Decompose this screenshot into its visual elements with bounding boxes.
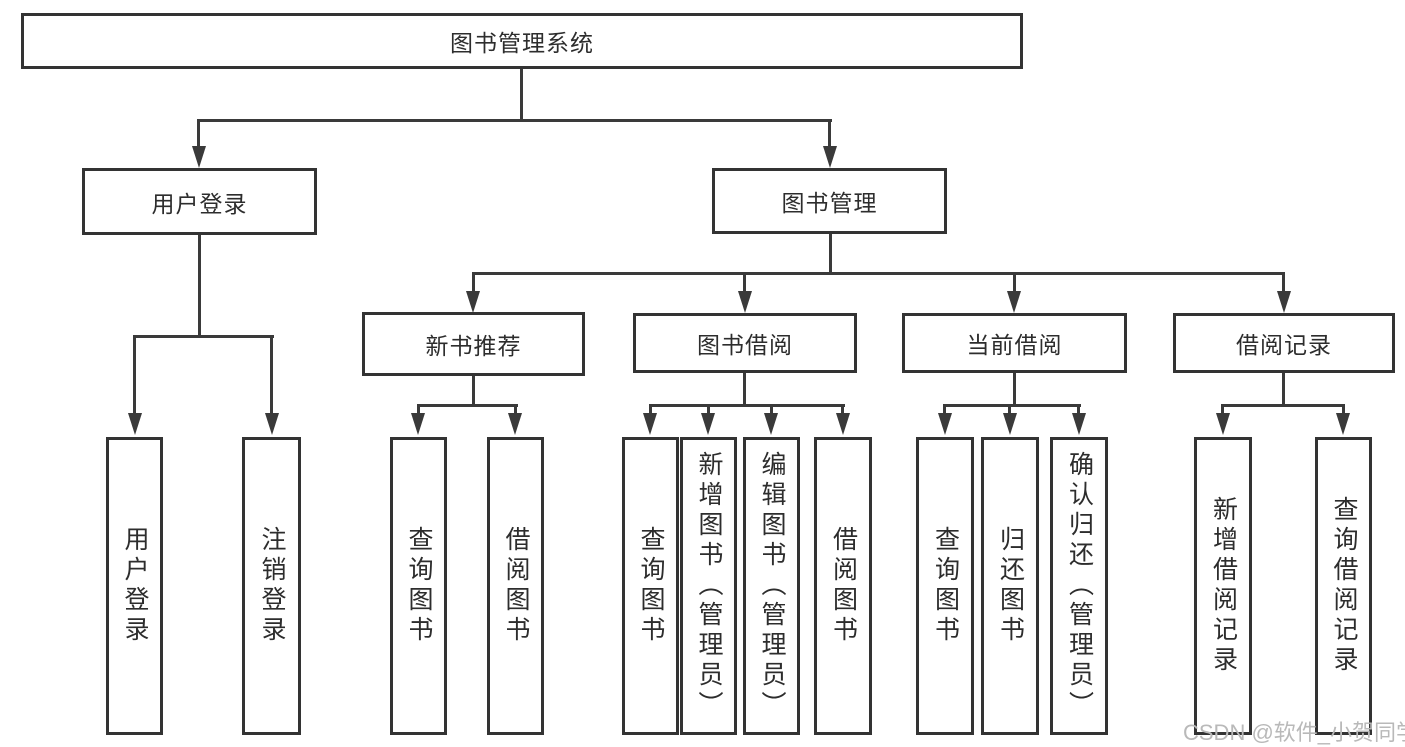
- csdn-watermark: CSDN @软件_小贺同学: [1183, 720, 1405, 745]
- connector-borrow-record-crossbar: [1222, 404, 1345, 407]
- node-leaf-br-add: 新增借阅记录: [1194, 437, 1252, 735]
- connector-book-mgmt-crossbar: [472, 272, 1285, 275]
- arrow-down-icon: [128, 413, 142, 435]
- connector-to-leaf-cb-return: [1008, 404, 1011, 416]
- connector-book-mgmt-stem: [829, 234, 832, 275]
- arrow-down-icon: [738, 291, 752, 313]
- node-leaf-cb-query: 查询图书: [916, 437, 974, 735]
- connector-to-leaf-bb-add: [707, 404, 710, 416]
- connector-to-user-login: [197, 119, 200, 150]
- node-user-login: 用户登录: [82, 168, 317, 235]
- node-leaf-cb-query-label: 查询图书: [931, 526, 960, 646]
- arrow-down-icon: [1336, 413, 1350, 435]
- arrow-down-icon: [764, 413, 778, 435]
- node-book-mgmt: 图书管理: [712, 168, 947, 234]
- connector-to-leaf-nb-query: [417, 404, 420, 416]
- arrow-down-icon: [1007, 291, 1021, 313]
- node-user-login-label: 用户登录: [151, 190, 248, 217]
- arrow-down-icon: [643, 413, 657, 435]
- connector-current-borrow-crossbar: [944, 404, 1081, 407]
- node-leaf-bb-borrow-label: 借阅图书: [829, 526, 858, 646]
- node-leaf-bb-edit: 编辑图书（管理员）: [743, 437, 800, 735]
- node-leaf-br-add-label: 新增借阅记录: [1209, 496, 1238, 676]
- connector-current-borrow-stem: [1013, 373, 1016, 407]
- node-leaf-user-login: 用户登录: [106, 437, 163, 735]
- connector-user-login-crossbar: [134, 335, 274, 338]
- connector-to-leaf-cb-confirm: [1077, 404, 1080, 416]
- node-leaf-cb-confirm: 确认归还（管理员）: [1050, 437, 1108, 735]
- arrow-down-icon: [1003, 413, 1017, 435]
- node-new-book-rec: 新书推荐: [362, 312, 585, 376]
- connector-to-leaf-cb-query: [943, 404, 946, 416]
- arrow-down-icon: [701, 413, 715, 435]
- connector-root-stem: [520, 69, 523, 121]
- node-borrow-record: 借阅记录: [1173, 313, 1395, 373]
- connector-borrow-record-stem: [1282, 373, 1285, 407]
- node-book-mgmt-label: 图书管理: [781, 190, 878, 216]
- arrow-down-icon: [265, 413, 279, 435]
- node-leaf-nb-query-label: 查询图书: [405, 526, 433, 646]
- connector-to-borrow-record: [1282, 272, 1285, 294]
- node-leaf-br-query-label: 查询借阅记录: [1330, 496, 1358, 676]
- node-book-borrow: 图书借阅: [633, 313, 857, 373]
- connector-to-leaf-logout: [270, 335, 273, 415]
- node-leaf-bb-query: 查询图书: [622, 437, 679, 735]
- arrow-down-icon: [836, 413, 850, 435]
- node-leaf-cb-return-label: 归还图书: [996, 526, 1025, 646]
- node-leaf-bb-add: 新增图书（管理员）: [680, 437, 737, 735]
- node-leaf-logout-label: 注销登录: [258, 526, 286, 646]
- connector-user-login-stem: [198, 235, 201, 338]
- arrow-down-icon: [466, 291, 480, 313]
- node-root: 图书管理系统: [21, 13, 1023, 69]
- node-root-label: 图书管理系统: [450, 30, 594, 56]
- connector-to-leaf-user-login: [133, 335, 136, 415]
- connector-to-book-borrow: [743, 272, 746, 294]
- connector-new-book-rec-stem: [472, 376, 475, 407]
- connector-to-leaf-br-query: [1342, 404, 1345, 416]
- connector-book-borrow-crossbar: [649, 404, 845, 407]
- arrow-down-icon: [938, 413, 952, 435]
- connector-new-book-rec-crossbar: [417, 404, 518, 407]
- node-current-borrow: 当前借阅: [902, 313, 1127, 373]
- arrow-down-icon: [411, 413, 425, 435]
- node-current-borrow-label: 当前借阅: [966, 332, 1063, 358]
- arrow-down-icon: [508, 413, 522, 435]
- connector-root-crossbar: [197, 119, 832, 122]
- arrow-down-icon: [1216, 413, 1230, 435]
- node-book-borrow-label: 图书借阅: [697, 332, 793, 358]
- node-new-book-rec-label: 新书推荐: [425, 333, 522, 359]
- connector-to-leaf-bb-borrow: [841, 404, 844, 416]
- arrow-down-icon: [1072, 413, 1086, 435]
- node-leaf-bb-query-label: 查询图书: [637, 526, 665, 646]
- node-leaf-cb-confirm-label: 确认归还（管理员）: [1065, 451, 1094, 721]
- connector-to-new-book-rec: [472, 272, 475, 294]
- connector-to-current-borrow: [1013, 272, 1016, 294]
- node-leaf-user-login-label: 用户登录: [121, 526, 149, 646]
- node-leaf-logout: 注销登录: [242, 437, 301, 735]
- arrow-down-icon: [1277, 291, 1291, 313]
- node-leaf-cb-return: 归还图书: [981, 437, 1039, 735]
- node-leaf-nb-borrow-label: 借阅图书: [502, 526, 530, 646]
- connector-to-leaf-bb-query: [649, 404, 652, 416]
- connector-to-book-mgmt: [828, 119, 831, 150]
- node-leaf-bb-edit-label: 编辑图书（管理员）: [758, 451, 786, 721]
- node-leaf-br-query: 查询借阅记录: [1315, 437, 1372, 735]
- node-borrow-record-label: 借阅记录: [1236, 332, 1332, 358]
- connector-to-leaf-br-add: [1221, 404, 1224, 416]
- node-leaf-nb-query: 查询图书: [390, 437, 447, 735]
- node-leaf-bb-borrow: 借阅图书: [814, 437, 872, 735]
- connector-to-leaf-bb-edit: [770, 404, 773, 416]
- connector-to-leaf-nb-borrow: [514, 404, 517, 416]
- node-leaf-nb-borrow: 借阅图书: [487, 437, 544, 735]
- arrow-down-icon: [823, 146, 837, 168]
- arrow-down-icon: [192, 146, 206, 168]
- connector-book-borrow-stem: [743, 373, 746, 407]
- node-leaf-bb-add-label: 新增图书（管理员）: [695, 451, 723, 721]
